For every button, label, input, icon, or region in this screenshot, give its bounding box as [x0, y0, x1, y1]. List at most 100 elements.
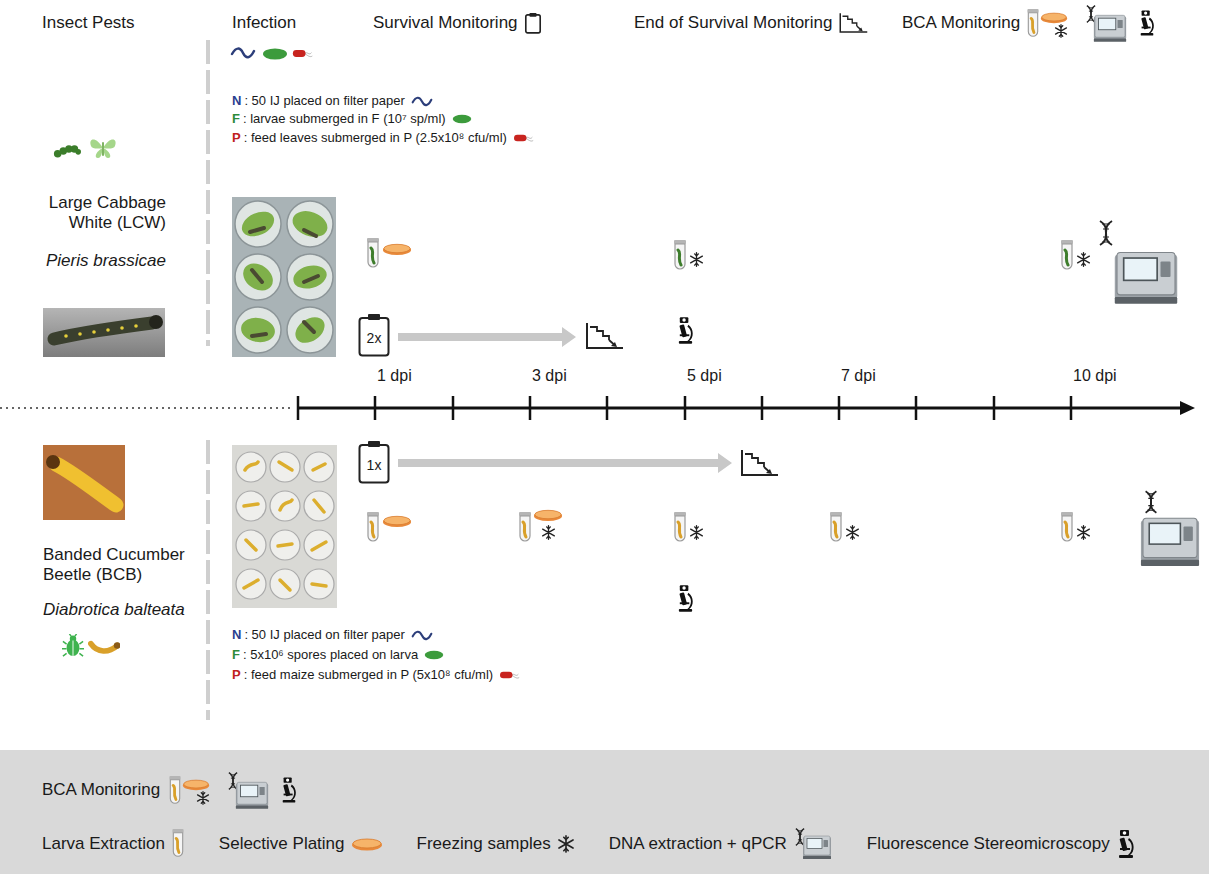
legend-text: DNA extraction + qPCR	[609, 834, 787, 854]
leaf-plate-photo-part	[238, 207, 331, 349]
pest-name: Large Cabbage White (LCW)	[16, 193, 166, 234]
time-label: 7 dpi	[841, 366, 876, 385]
leaf-plate-photo-part-part	[287, 307, 333, 353]
bca-monitoring-icons	[168, 772, 300, 808]
legend-icon	[351, 836, 383, 852]
larva-photo	[43, 445, 125, 520]
bca-monitoring-icons-part	[1028, 9, 1039, 36]
duration-arrow	[398, 327, 576, 347]
bca-monitoring-icons-part	[236, 782, 268, 809]
separator-part	[206, 440, 210, 720]
caterpillar-icon	[54, 145, 81, 157]
nematode-icon-part	[413, 98, 432, 105]
leaf-plate-photo-part-part	[252, 334, 266, 336]
fungus-icon-part	[452, 115, 470, 123]
leaf-plate-photo-part-part	[287, 201, 333, 247]
column-header: Infection	[232, 13, 296, 33]
fungus-icon	[424, 650, 444, 660]
freeze-icon	[1078, 526, 1090, 540]
plate-icon	[534, 510, 562, 521]
maize-plate-photo-part-part	[312, 584, 326, 586]
maize-plate-photo-part-part	[313, 464, 325, 470]
maize-plate-photo-part-part	[304, 452, 334, 482]
caterpillar-photo-part	[43, 308, 165, 357]
legend-item: Larva Extraction	[42, 829, 185, 859]
bacterium-icon-part	[500, 672, 519, 679]
caterpillar-photo-part	[149, 315, 163, 329]
larva-photo-part	[43, 445, 125, 520]
qpcr-machine-icon	[1141, 518, 1199, 566]
leaf-plate-photo-part-part	[291, 312, 330, 348]
freeze-icon	[691, 526, 703, 540]
pest-name: Banded Cucumber Beetle (BCB)	[43, 545, 201, 586]
larva-tube-icon	[519, 512, 531, 541]
larva-photo-part	[56, 464, 116, 505]
caterpillar-photo-part-part	[106, 328, 110, 332]
treatment-letter: P	[232, 130, 241, 146]
leaf-plate-photo-part-part	[239, 315, 277, 345]
maize-plate-photo-part-part	[270, 530, 300, 560]
timeline-part	[1180, 401, 1195, 415]
treatment-note: : feed maize submerged in P (5x10⁸ cfu/m…	[244, 667, 493, 683]
timeline-part-part	[298, 396, 1071, 420]
leaf-plate-photo-part-part	[235, 201, 281, 247]
treatment-note: : 50 IJ placed on filter paper	[244, 93, 404, 109]
leaf-plate-photo-part	[235, 201, 333, 353]
maize-plate-photo-part	[232, 445, 337, 608]
treatment-note: : larvae submerged in F (10⁷ sp/ml)	[243, 111, 446, 127]
time-label: 5 dpi	[687, 366, 722, 385]
bacterium-icon	[293, 50, 312, 57]
treatment-letter: N	[232, 93, 241, 109]
maize-plate-photo-part-part	[304, 530, 334, 560]
legend-icon-part	[796, 829, 804, 846]
separator	[206, 40, 210, 720]
larva-tube-icon	[1061, 512, 1073, 541]
legend-text: Fluorescence Stereomicroscopy	[867, 834, 1110, 854]
maize-plate-photo-part-part	[236, 452, 266, 482]
timeline-part	[0, 407, 292, 409]
leaf-plate-photo-part	[250, 228, 318, 336]
column-header: Insect Pests	[42, 13, 135, 33]
leaf-plate-photo-part-part	[250, 228, 264, 232]
survival-end-icon	[742, 450, 778, 475]
treatment-letter: F	[232, 111, 240, 127]
leaf-plate-photo-part-part	[287, 254, 333, 300]
butterfly-icon	[90, 140, 115, 159]
treatment-letter: N	[232, 627, 241, 643]
clipboard-count: 1x	[367, 457, 382, 474]
treatment-note: : 5x10⁶ spores placed on larva	[243, 647, 418, 663]
maize-plate-photo-part-part	[304, 491, 334, 521]
bca-monitoring-icons-part	[1094, 15, 1126, 42]
bacterium-icon-part	[514, 135, 533, 142]
maize-plate-photo-part-part	[280, 580, 290, 590]
dna-icon	[1100, 221, 1112, 245]
leaf-plate-photo-part-part	[238, 258, 278, 296]
leaf-plate-photo-part-part	[304, 276, 318, 282]
maize-plate-photo-part-part	[245, 462, 258, 470]
legend-icon-part	[1119, 830, 1134, 858]
time-label: 1 dpi	[377, 366, 412, 385]
bca-monitoring-icons-part	[198, 792, 209, 805]
maize-plate-photo-part-part	[270, 569, 300, 599]
species-name: Pieris brassicae	[46, 251, 166, 271]
caterpillar-photo-part	[64, 324, 138, 338]
band-heading: BCA Monitoring	[42, 780, 160, 800]
freeze-icon	[691, 253, 703, 267]
fungus-icon	[263, 49, 287, 60]
legend-band: BCA Monitoring Larva ExtractionSelective…	[0, 750, 1209, 874]
treatment-letter: P	[232, 667, 241, 683]
treatment-note: : feed leaves submerged in P (2.5x10⁸ cf…	[244, 130, 507, 146]
survival-end-icon	[838, 12, 868, 34]
maize-plate-photo-part-part	[312, 542, 326, 550]
clipboard-icon-part	[525, 13, 539, 33]
legend-icon-part	[559, 836, 573, 852]
column-header: Survival Monitoring	[373, 13, 518, 33]
timeline	[0, 396, 1195, 420]
clipboard-node: 1x	[358, 440, 390, 484]
clipboard-node: 2x	[358, 313, 390, 357]
maize-plate-photo-part	[244, 462, 326, 590]
larva-tube-icon	[674, 240, 686, 269]
microscope-icon	[679, 585, 693, 612]
